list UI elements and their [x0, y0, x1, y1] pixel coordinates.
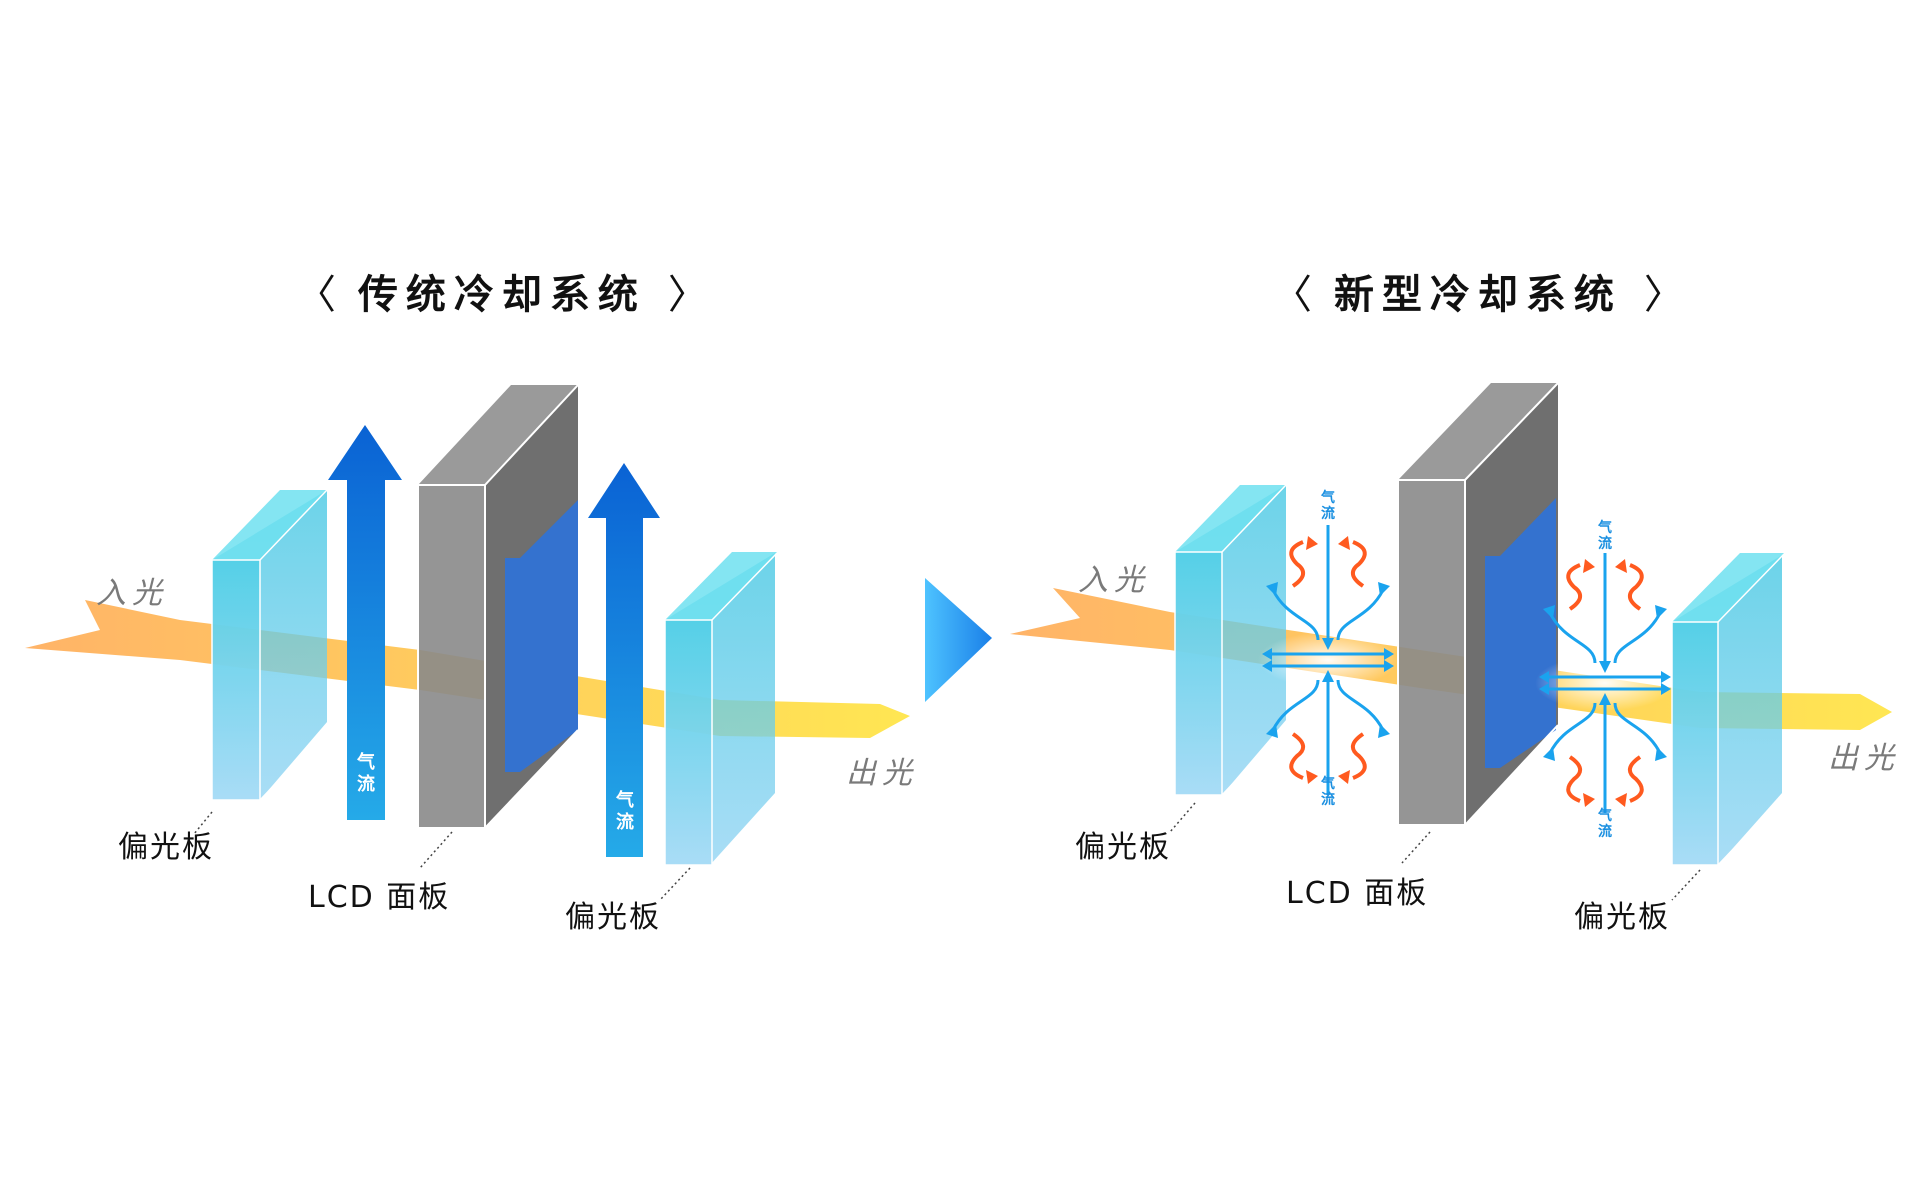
polarizer-right-2	[1671, 552, 1786, 866]
light-in-label: 入光	[1078, 563, 1150, 598]
airflow-label: 气 流	[1321, 490, 1335, 522]
title-bracket-close: 〉	[667, 272, 708, 318]
left-title-text: 传统冷却系统	[357, 272, 646, 318]
left-diagram	[25, 384, 910, 901]
right-title-text: 新型冷却系统	[1333, 272, 1622, 318]
title-bracket-open: 〈	[1272, 272, 1312, 318]
airflow-label: 气 流	[1598, 520, 1612, 552]
airflow-label: 气 流	[616, 790, 634, 833]
light-in-label: 入光	[96, 576, 168, 611]
airflow-arrow-1	[328, 425, 402, 820]
polarizer-label: 偏光板	[1574, 900, 1670, 935]
right-diagram	[1010, 382, 1892, 901]
light-out-label: 出光	[1828, 741, 1900, 776]
airflow-label: 气 流	[357, 752, 375, 795]
divider-play-icon	[925, 578, 992, 702]
airflow-arrow-2	[588, 463, 660, 857]
airflow-cluster-1	[1258, 525, 1398, 795]
airflow-label: 气 流	[1598, 808, 1612, 840]
right-title: 〈 新型冷却系统 〉	[1272, 262, 1684, 320]
polarizer-label: 偏光板	[118, 830, 214, 865]
airflow-label: 气 流	[1321, 776, 1335, 808]
lcd-panel-left	[417, 384, 579, 829]
polarizer-label: 偏光板	[1075, 830, 1171, 865]
polarizer-left-1	[211, 489, 328, 801]
airflow-cluster-2	[1535, 553, 1675, 813]
lcd-panel-label: LCD 面板	[308, 880, 451, 915]
polarizer-left-2	[664, 551, 779, 866]
lcd-panel-right	[1397, 382, 1559, 826]
light-out-label: 出光	[846, 756, 918, 791]
title-bracket-close: 〉	[1643, 272, 1684, 318]
polarizer-right-1	[1174, 484, 1287, 796]
polarizer-label: 偏光板	[565, 900, 661, 935]
title-bracket-open: 〈	[296, 272, 336, 318]
lcd-panel-label: LCD 面板	[1286, 876, 1429, 911]
left-title: 〈 传统冷却系统 〉	[296, 262, 708, 320]
